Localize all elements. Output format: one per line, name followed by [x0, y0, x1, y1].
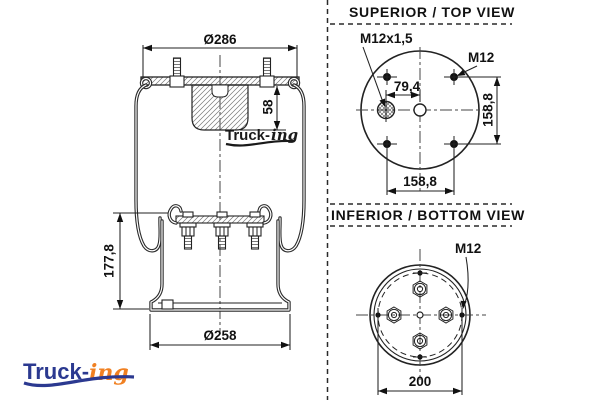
stud-point-south: [413, 354, 427, 360]
bottom-view: M12 200: [356, 241, 486, 395]
dimension-bumper-height: 58: [240, 86, 286, 131]
dimension-stud-spacing-horizontal: 158,8: [386, 149, 455, 195]
dim-label-258: Ø258: [203, 328, 237, 343]
stud-point-north: [413, 270, 427, 276]
dimension-top-diameter: Ø286: [142, 32, 298, 77]
piston-bolt: [246, 211, 264, 250]
label-m12-bottom: M12: [455, 241, 481, 256]
piston: [149, 204, 291, 312]
air-fitting-label: M12x1,5: [360, 31, 413, 107]
stud-label-top: M12: [457, 50, 494, 76]
air-fitting: [376, 98, 396, 122]
dim-label-1778: 177,8: [102, 244, 117, 278]
center-port: [413, 103, 427, 117]
dim-label-200: 200: [409, 374, 432, 389]
top-stud-right: [259, 57, 275, 88]
dimension-bottom-diameter: Ø258: [149, 314, 291, 350]
bellows-left-wall: [134, 83, 162, 253]
bumper-notch: [211, 84, 229, 98]
dim-label-794: 79,4: [394, 79, 421, 94]
top-view: M12x1,5 M12 79,4 158,8: [356, 31, 501, 195]
brand-logo-swoosh: [23, 375, 135, 388]
rubber-bumper: [191, 84, 249, 131]
hex-nut-north: [412, 280, 428, 298]
brand-logo-ing: ing: [89, 360, 129, 386]
stud-point-west: [375, 308, 381, 322]
dim-label-58: 58: [261, 99, 276, 115]
dimension-stud-spacing-vertical: 158,8: [459, 76, 501, 145]
side-view: Ø286 58: [23, 32, 306, 388]
label-m12-top: M12: [468, 50, 494, 65]
brand-logo: Truck- ing: [23, 359, 135, 388]
dimension-piston-height: 177,8: [102, 212, 168, 310]
dim-label-1588-v: 158,8: [481, 93, 496, 127]
watermark-logo-swoosh: [225, 139, 295, 147]
dim-label-286: Ø286: [203, 32, 237, 47]
label-m12x15: M12x1,5: [360, 31, 413, 46]
stud-point-east: [459, 308, 465, 322]
top-view-title: SUPERIOR / TOP VIEW: [349, 4, 515, 20]
watermark-logo-truck: Truck-: [225, 127, 270, 144]
dimension-bolt-circle: 200: [377, 320, 463, 395]
bellows-right-wall: [278, 83, 306, 253]
bellows: [134, 83, 306, 253]
watermark-logo: Truck- ing: [225, 126, 298, 147]
center-mark: [416, 311, 424, 319]
bottom-view-title: INFERIOR / BOTTOM VIEW: [331, 207, 525, 223]
piston-base-clip: [161, 299, 174, 310]
dim-label-1588-h: 158,8: [403, 174, 437, 189]
piston-bolts: [179, 211, 264, 250]
watermark-logo-ing: ing: [271, 126, 298, 144]
stud-point-top-left: [377, 69, 397, 85]
top-stud-left: [169, 57, 185, 88]
piston-bolt: [213, 211, 231, 250]
piston-bolt: [179, 211, 197, 250]
dimension-fitting-offset: 79,4: [385, 79, 421, 102]
stud-label-bottom: M12: [455, 241, 481, 309]
